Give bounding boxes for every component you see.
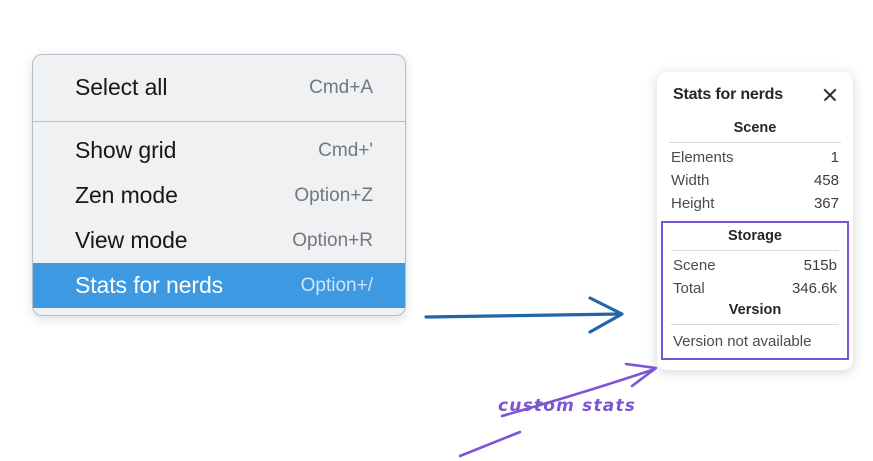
menu-item-select-all[interactable]: Select all Cmd+A [33, 65, 405, 110]
menu-item-shortcut: Cmd+' [318, 139, 373, 161]
custom-stats-annotation-label: custom stats [498, 396, 637, 416]
stat-key: Width [671, 172, 710, 189]
section-rule [669, 142, 841, 143]
menu-item-show-grid[interactable]: Show grid Cmd+' [33, 128, 405, 173]
flow-arrow-icon [424, 296, 624, 334]
menu-item-shortcut: Option+/ [300, 274, 373, 296]
stat-value: 346.6k [791, 280, 837, 297]
stat-value: 458 [813, 172, 839, 189]
stat-row-width: Width 458 [657, 169, 853, 192]
stat-value: 1 [830, 149, 839, 166]
storage-section-heading: Storage [728, 228, 782, 244]
stats-panel-header: Stats for nerds [657, 86, 853, 104]
stats-for-nerds-panel[interactable]: Stats for nerds Scene Elements 1 Width 4… [657, 72, 853, 370]
section-rule [671, 250, 839, 251]
version-not-available-text: Version not available [673, 333, 812, 350]
menu-section-top: Select all Cmd+A [33, 55, 405, 121]
stat-key: Total [673, 280, 705, 297]
menu-item-shortcut: Option+Z [294, 184, 373, 206]
stat-row-height: Height 367 [657, 192, 853, 215]
section-rule [671, 324, 839, 325]
stat-key: Scene [673, 257, 716, 274]
menu-item-zen-mode[interactable]: Zen mode Option+Z [33, 173, 405, 218]
menu-item-label: Select all [75, 74, 168, 100]
stat-row-storage-scene: Scene 515b [663, 254, 847, 277]
custom-stats-highlight-box: Storage Scene 515b Total 346.6k Version … [661, 221, 849, 360]
stat-key: Height [671, 195, 715, 212]
menu-divider [33, 121, 405, 122]
menu-section-bottom: Show grid Cmd+' Zen mode Option+Z View m… [33, 122, 405, 315]
context-menu[interactable]: Select all Cmd+A Show grid Cmd+' Zen mod… [32, 54, 406, 316]
menu-item-shortcut: Option+R [292, 229, 373, 251]
menu-item-view-mode[interactable]: View mode Option+R [33, 218, 405, 263]
stat-value: 367 [813, 195, 839, 212]
stat-value: 515b [803, 257, 837, 274]
menu-item-label: View mode [75, 227, 188, 253]
version-section-heading: Version [728, 302, 782, 318]
menu-item-label: Zen mode [75, 182, 178, 208]
menu-item-stats-for-nerds[interactable]: Stats for nerds Option+/ [33, 263, 405, 308]
close-icon[interactable] [821, 86, 839, 104]
stat-row-elements: Elements 1 [657, 146, 853, 169]
menu-item-label: Show grid [75, 137, 177, 163]
stats-panel-title: Stats for nerds [673, 86, 783, 103]
stat-key: Elements [671, 149, 734, 166]
menu-item-shortcut: Cmd+A [309, 76, 373, 98]
stat-row-storage-total: Total 346.6k [663, 277, 847, 300]
menu-item-label: Stats for nerds [75, 272, 224, 298]
scene-section-heading: Scene [733, 120, 777, 136]
